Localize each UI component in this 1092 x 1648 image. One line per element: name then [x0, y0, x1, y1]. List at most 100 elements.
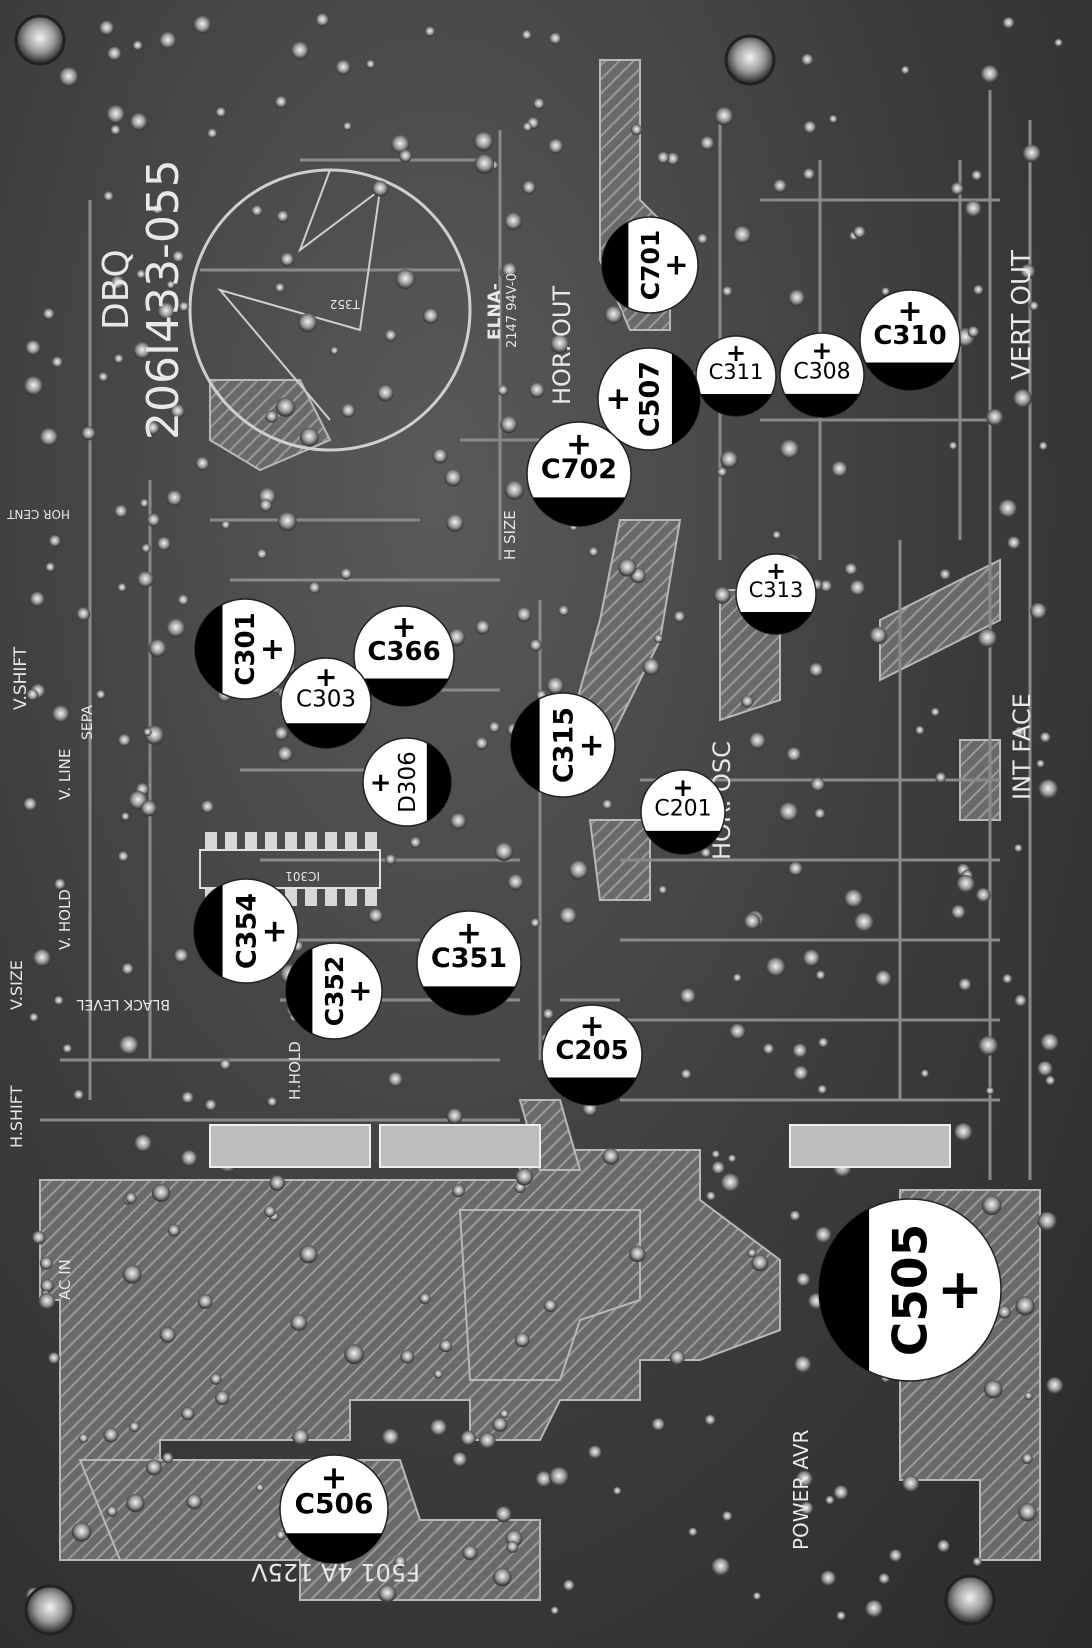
- capacitor-label: C301: [231, 612, 261, 685]
- solder-pad: [53, 995, 64, 1006]
- solder-pad: [172, 250, 185, 263]
- solder-pad: [113, 354, 124, 364]
- solder-pad: [1046, 1377, 1064, 1395]
- solder-pad: [475, 737, 488, 750]
- solder-pad: [799, 1501, 814, 1516]
- capacitor-c505: C505+: [818, 1198, 1002, 1382]
- polarity-band: [547, 1077, 637, 1105]
- solder-pad: [274, 96, 288, 109]
- solder-pad: [669, 1350, 685, 1366]
- capacitor-c313: C313+: [735, 553, 817, 635]
- solder-pad: [51, 356, 63, 368]
- ic-pin: [345, 832, 357, 850]
- solder-pad: [492, 1567, 512, 1587]
- polarity-band: [645, 830, 721, 854]
- solder-pad: [522, 180, 536, 195]
- solder-pad: [197, 1294, 213, 1309]
- capacitor-c352: C352+: [285, 942, 383, 1040]
- solder-pad: [854, 912, 874, 933]
- solder-pad: [814, 808, 826, 820]
- solder-pad: [829, 115, 838, 124]
- capacitor-label: C507: [634, 361, 665, 437]
- silkscreen-layer: 206I433-055 DBQ ELNA- 2147 94V-0 F501 4A…: [96, 159, 520, 1586]
- solder-pad: [290, 1314, 308, 1331]
- part-number: 206I433-055: [138, 159, 189, 440]
- solder-pad: [549, 32, 562, 45]
- solder-pad: [920, 1069, 929, 1078]
- solder-pad: [1014, 994, 1027, 1007]
- solder-pad: [720, 450, 738, 469]
- polarity-plus: +: [812, 336, 833, 365]
- polarity-plus: +: [260, 632, 285, 667]
- solder-pad: [1038, 441, 1048, 451]
- polarity-plus: +: [897, 294, 922, 329]
- solder-pad: [460, 1430, 476, 1446]
- solder-pad: [654, 634, 663, 644]
- solder-pad: [651, 1418, 665, 1432]
- model-code: DBQ: [96, 249, 137, 330]
- solder-pad: [255, 1483, 264, 1492]
- maker-mark: ELNA-: [485, 283, 505, 340]
- solder-pad: [1024, 1391, 1033, 1400]
- solder-pad: [1036, 759, 1045, 768]
- capacitor-c303: C303+: [280, 657, 372, 749]
- capacitor-label: C506: [295, 1487, 374, 1520]
- silk-label-sepa: SEPA: [80, 705, 96, 740]
- silk-label-ac-in: AC IN: [56, 1259, 74, 1300]
- solder-pad: [680, 1069, 692, 1080]
- solder-pad: [802, 168, 815, 181]
- solder-pad: [110, 275, 125, 290]
- solder-pad: [657, 151, 670, 164]
- solder-pad: [533, 98, 545, 110]
- silk-label-int-face: INT FACE: [1008, 693, 1036, 800]
- solder-pad: [706, 1191, 716, 1201]
- solder-pad: [1018, 1503, 1037, 1522]
- solder-pad: [424, 26, 436, 37]
- solder-pad: [939, 569, 951, 581]
- capacitor-c201: C201+: [640, 769, 726, 855]
- solder-pad: [143, 728, 152, 737]
- connector-block: [209, 1124, 371, 1168]
- solder-pad: [422, 308, 439, 324]
- solder-pad: [978, 1036, 998, 1056]
- capacitor-c354: C354+: [193, 878, 299, 984]
- solder-pad: [1014, 844, 1023, 853]
- solder-pad: [711, 1161, 725, 1175]
- ic-pin: [345, 888, 357, 906]
- solder-pad: [494, 842, 514, 861]
- capacitor-label: C201: [654, 796, 711, 821]
- solder-pad: [200, 800, 214, 814]
- capacitor-d306: D306+: [362, 737, 452, 827]
- solder-pad: [1037, 1061, 1053, 1077]
- solder-pad: [975, 888, 991, 903]
- solder-pad: [387, 1072, 403, 1088]
- solder-pad: [343, 122, 352, 131]
- polarity-band: [359, 678, 449, 706]
- solder-pad: [1002, 17, 1015, 29]
- capacitor-c507: C507+: [597, 347, 701, 451]
- solder-pad: [256, 549, 267, 560]
- solder-pad: [275, 397, 296, 417]
- solder-pad: [629, 1245, 646, 1263]
- solder-pad: [1002, 974, 1013, 984]
- solder-pad: [679, 988, 696, 1005]
- polarity-plus: +: [726, 339, 746, 367]
- solder-pad: [792, 1043, 808, 1059]
- solder-pad: [743, 913, 761, 930]
- polarity-band: [602, 222, 629, 308]
- solder-pad: [817, 1084, 827, 1095]
- solder-pad: [210, 1373, 222, 1385]
- solder-pad: [39, 428, 58, 447]
- solder-pad: [136, 269, 146, 280]
- solder-pad: [713, 586, 731, 604]
- solder-pad: [997, 1305, 1011, 1319]
- polarity-band: [422, 986, 516, 1015]
- solder-pad: [292, 1428, 309, 1446]
- solder-pad: [748, 732, 766, 750]
- solder-pad: [844, 889, 863, 909]
- polarity-plus: +: [579, 727, 605, 763]
- solder-pad: [981, 1195, 1002, 1216]
- silk-label-v-line: V. LINE: [56, 749, 74, 800]
- ic-pin: [205, 832, 217, 850]
